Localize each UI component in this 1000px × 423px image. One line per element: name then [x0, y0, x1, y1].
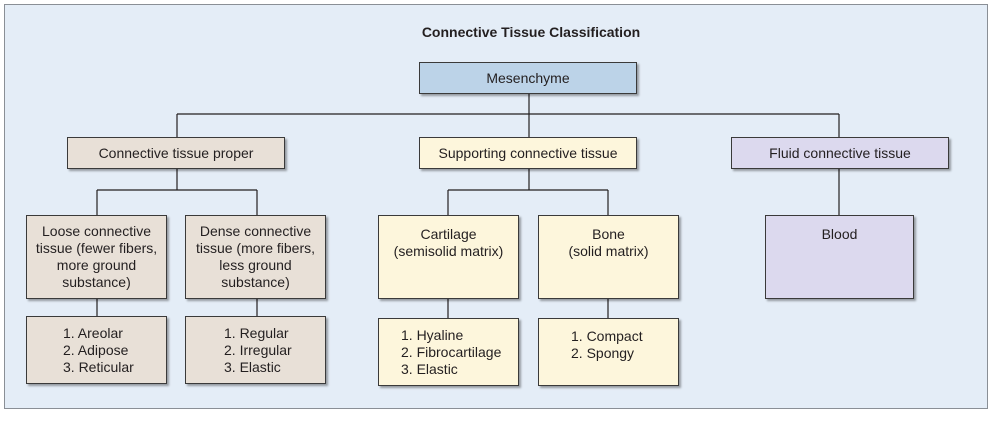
- cartilage-examples-list: 1. Hyaline 2. Fibrocartilage 3. Elastic: [378, 318, 519, 386]
- list-item: 3. Elastic: [401, 360, 458, 377]
- list-item: 3. Reticular: [63, 358, 134, 375]
- dense-connective-tissue-node: Dense connective tissue (more fibers, le…: [185, 215, 326, 299]
- list-item: 3. Elastic: [224, 358, 281, 375]
- bone-node: Bone (solid matrix): [538, 215, 679, 299]
- category-label: Supporting connective tissue: [438, 144, 618, 161]
- list-item: 2. Irregular: [224, 341, 292, 358]
- list-item: 1. Hyaline: [401, 326, 464, 343]
- bone-examples-list: 1. Compact 2. Spongy: [538, 318, 679, 386]
- list-item: 1. Compact: [571, 328, 643, 344]
- subtype-line: (semisolid matrix): [393, 243, 504, 259]
- category-label: Fluid connective tissue: [769, 144, 911, 161]
- subtype-line: more ground: [56, 257, 137, 273]
- loose-connective-tissue-node: Loose connective tissue (fewer fibers, m…: [26, 215, 167, 299]
- list-item: 2. Adipose: [63, 341, 129, 358]
- list-item: 2. Spongy: [571, 345, 635, 361]
- subtype-line: less ground: [219, 257, 292, 273]
- mesenchyme-node: Mesenchyme: [419, 62, 637, 94]
- dense-examples-list: 1. Regular 2. Irregular 3. Elastic: [185, 316, 326, 384]
- subtype-line: Blood: [821, 226, 858, 242]
- subtype-line: Loose connective: [42, 223, 151, 239]
- diagram-title: Connective Tissue Classification: [421, 24, 641, 40]
- connective-tissue-proper-node: Connective tissue proper: [67, 137, 285, 169]
- blood-node: Blood: [765, 215, 914, 299]
- list-item: 1. Areolar: [63, 324, 123, 341]
- subtype-line: Bone: [592, 226, 625, 242]
- subtype-line: substance): [62, 274, 131, 290]
- subtype-line: Cartilage: [420, 226, 477, 242]
- subtype-line: substance): [221, 274, 290, 290]
- list-item: 2. Fibrocartilage: [401, 343, 502, 360]
- subtype-line: tissue (more fibers,: [195, 240, 316, 256]
- supporting-connective-tissue-node: Supporting connective tissue: [419, 137, 637, 169]
- subtype-line: (solid matrix): [568, 243, 649, 259]
- loose-examples-list: 1. Areolar 2. Adipose 3. Reticular: [26, 316, 167, 384]
- mesenchyme-label: Mesenchyme: [486, 69, 570, 86]
- category-label: Connective tissue proper: [98, 144, 254, 161]
- subtype-line: tissue (fewer fibers,: [35, 240, 158, 256]
- subtype-line: Dense connective: [199, 223, 312, 239]
- list-item: 1. Regular: [224, 324, 289, 341]
- cartilage-node: Cartilage (semisolid matrix): [378, 215, 519, 299]
- fluid-connective-tissue-node: Fluid connective tissue: [731, 137, 949, 169]
